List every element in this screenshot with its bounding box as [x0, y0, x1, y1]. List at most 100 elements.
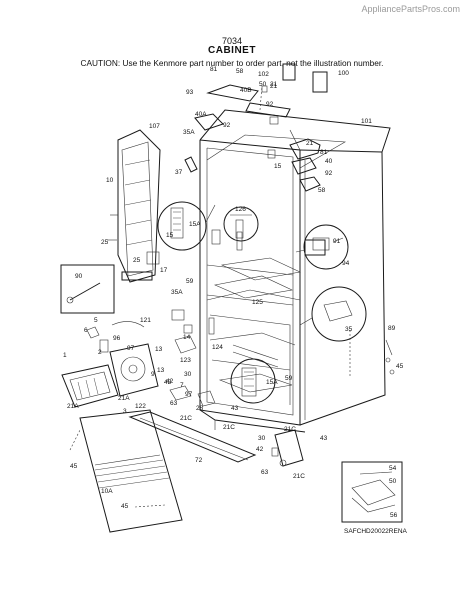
- callout-label: 6: [84, 327, 88, 334]
- callout-label: 91: [333, 238, 341, 245]
- footer-code: SAFCHD20022RENA: [344, 528, 408, 535]
- callout-label: 96: [113, 335, 121, 342]
- callout-label: 21A: [118, 395, 130, 402]
- detail-inset-right: [295, 224, 349, 270]
- callout-label: 14: [183, 334, 191, 341]
- callout-label: 94: [342, 260, 350, 267]
- callout-label: 25: [133, 257, 141, 264]
- callout-label: 42: [166, 378, 174, 385]
- detail-inset-upper-left: [157, 201, 216, 251]
- detail-inset-center: [223, 206, 259, 242]
- top-hinge-parts: [194, 63, 328, 192]
- interior-parts: [169, 229, 243, 407]
- callout-label: 107: [149, 123, 160, 130]
- callout-label: 123: [180, 357, 191, 364]
- callout-label: 97: [127, 345, 135, 352]
- callout-label: 42: [256, 446, 264, 453]
- callout-label: 37: [175, 169, 183, 176]
- callout-label: 72: [195, 457, 203, 464]
- callout-label: 21A: [67, 403, 79, 410]
- callout-label: 15A: [266, 379, 278, 386]
- left-duct-assembly: [107, 129, 198, 283]
- callout-label: 92: [223, 122, 231, 129]
- lower-right-inset: [341, 461, 403, 523]
- callout-label: 17: [160, 267, 168, 274]
- detail-inset-lower-right: [299, 286, 367, 342]
- callout-label: 13: [155, 346, 163, 353]
- callout-label: 40B: [240, 87, 252, 94]
- callout-label: 5: [94, 317, 98, 324]
- callout-label: 93: [186, 89, 194, 96]
- callout-label: 35: [345, 326, 353, 333]
- part-90-inset: [60, 264, 115, 314]
- callout-label: 43: [320, 435, 328, 442]
- callout-label: 25: [101, 239, 109, 246]
- callout-label: 81: [320, 149, 328, 156]
- callout-label: 40: [325, 158, 333, 165]
- callout-labels: 107 10 25 25 17 90 5 6 121 96 97 9 2 1 2…: [63, 66, 404, 519]
- detail-inset-bottom: [230, 358, 276, 404]
- callout-label: 58: [236, 68, 244, 75]
- callout-label: 43: [231, 405, 239, 412]
- callout-label: 126: [235, 206, 246, 213]
- callout-label: 58: [318, 187, 326, 194]
- callout-label: 35A: [183, 129, 195, 136]
- right-fasteners: [304, 239, 395, 375]
- callout-label: 90: [75, 273, 83, 280]
- callout-label: 1: [63, 352, 67, 359]
- callout-label: 121: [140, 317, 151, 324]
- bottom-panel: [79, 409, 183, 533]
- callout-label: 7: [180, 382, 184, 389]
- callout-label: 30: [258, 435, 266, 442]
- callout-label: 54: [389, 465, 397, 472]
- callout-label: 3: [123, 408, 127, 415]
- lower-hinge: [271, 429, 304, 467]
- callout-label: 2: [98, 349, 102, 356]
- callout-label: 89: [388, 325, 396, 332]
- callout-label: 21C: [284, 426, 296, 433]
- callout-label: 21C: [223, 424, 235, 431]
- callout-label: 42: [164, 379, 172, 386]
- callout-label: 59: [186, 278, 194, 285]
- callout-label: 63: [261, 469, 269, 476]
- callout-label: 10: [106, 177, 114, 184]
- callout-label: 13: [157, 367, 165, 374]
- callout-label: 63: [170, 400, 178, 407]
- evaporator-assembly: [61, 321, 159, 408]
- diagram-title: CABINET: [208, 45, 256, 56]
- cabinet-body: [199, 109, 391, 433]
- callout-label: 35A: [171, 289, 183, 296]
- callout-label: 40A: [195, 111, 207, 118]
- callout-label: 92: [325, 170, 333, 177]
- callout-label: 9: [151, 371, 155, 378]
- callout-label: 45: [396, 363, 404, 370]
- callout-label: 15: [274, 163, 282, 170]
- callout-label: 21: [270, 81, 278, 88]
- diagram-number: 7034: [221, 36, 243, 46]
- callout-label: 101: [361, 118, 372, 125]
- callout-label: 81: [210, 66, 218, 73]
- kick-plate: [128, 411, 257, 463]
- callout-label: 21: [270, 83, 278, 90]
- callout-label: 122: [135, 403, 146, 410]
- callout-label: 10A: [101, 488, 113, 495]
- callout-label: 21: [306, 140, 314, 147]
- caution-note: CAUTION: Use the Kenmore part number to …: [80, 58, 384, 68]
- callout-label: 100: [338, 70, 349, 77]
- callout-label: 28: [196, 405, 204, 412]
- callout-label: 50: [389, 478, 397, 485]
- callout-label: 45: [121, 503, 129, 510]
- watermark: AppliancePartsPros.com: [361, 4, 460, 14]
- callout-label: 97: [185, 391, 193, 398]
- callout-label: 102: [258, 71, 269, 78]
- callout-label: 50: [259, 81, 267, 88]
- leader-lines: [69, 85, 351, 508]
- callout-label: 15: [166, 232, 174, 239]
- callout-label: 124: [212, 344, 223, 351]
- callout-label: 21C: [180, 415, 192, 422]
- callout-label: 21C: [293, 473, 305, 480]
- callout-label: 15A: [189, 221, 201, 228]
- callout-label: 92: [266, 101, 274, 108]
- callout-label: 56: [390, 512, 398, 519]
